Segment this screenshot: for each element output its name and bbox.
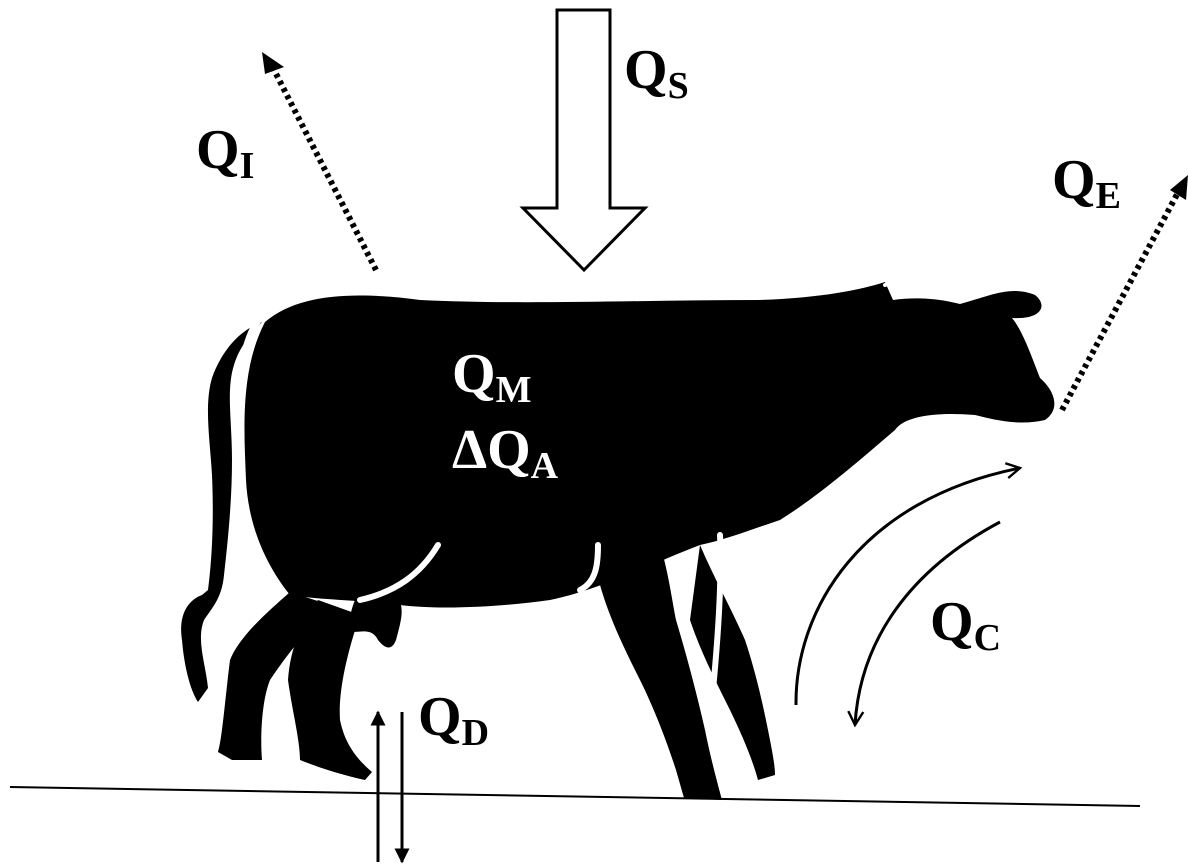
evaporation-arrow — [1059, 183, 1185, 412]
convection-arrow-up — [794, 462, 1023, 706]
solar-label: QS — [624, 39, 689, 107]
convection-label: QC — [930, 591, 1001, 659]
convection-arrow-down — [847, 520, 1001, 728]
evaporation-label: QE — [1052, 149, 1121, 217]
infrared-arrowhead — [262, 52, 284, 74]
cow-silhouette-icon — [181, 282, 1055, 800]
infrared-radiation-arrow — [267, 60, 379, 272]
metabolism-label: QM — [452, 343, 531, 411]
ground-line — [9, 786, 1141, 807]
cow-outline-details — [238, 281, 912, 703]
infrared-label: QI — [196, 119, 254, 187]
conduction-label: QD — [418, 686, 489, 754]
storage-label: ΔQA — [452, 419, 559, 487]
solar-radiation-arrow — [519, 8, 649, 273]
evaporation-arrowhead — [1170, 175, 1188, 200]
